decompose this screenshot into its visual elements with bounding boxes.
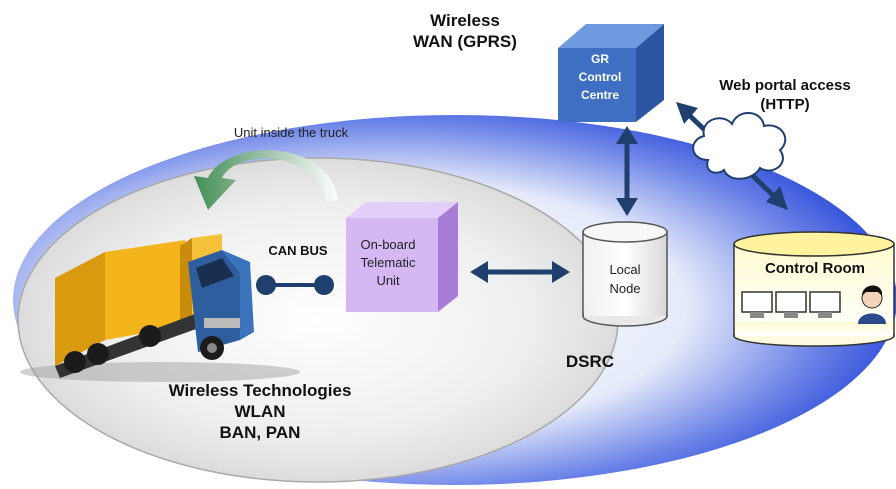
- wireless-technologies-label: Wireless Technologies WLAN BAN, PAN: [140, 380, 380, 443]
- gr-line1: GR: [591, 52, 609, 66]
- onboard-line2: Telematic: [360, 255, 416, 270]
- web-portal-line1: Web portal access: [719, 77, 851, 94]
- cloud-icon: [692, 112, 787, 180]
- web-portal-label: Web portal access (HTTP): [700, 76, 870, 114]
- wireless-tech-line2: WLAN: [234, 402, 286, 421]
- gr-line2: Control: [578, 70, 622, 84]
- wireless-tech-line1: Wireless Technologies: [168, 381, 352, 400]
- onboard-line3: Unit: [376, 273, 400, 288]
- gr-control-centre: [558, 24, 664, 122]
- local-line2: Node: [609, 281, 641, 296]
- wireless-tech-line3: BAN, PAN: [219, 423, 301, 442]
- wireless-wan-label: Wireless WAN (GPRS): [380, 10, 550, 52]
- dsrc-label: DSRC: [565, 352, 615, 371]
- local-node-label: Local Node: [583, 260, 667, 298]
- gr-control-centre-label: GR Control Centre: [560, 50, 640, 104]
- link-arrow-dsrc: [470, 261, 570, 283]
- unit-inside-label: Unit inside the truck: [233, 125, 349, 140]
- onboard-line1: On-board: [360, 237, 416, 252]
- curved-arrow-icon: [194, 150, 338, 210]
- truck-icon: [20, 234, 300, 382]
- computer-icon: [741, 291, 841, 318]
- can-bus-label: CAN BUS: [268, 243, 328, 258]
- gr-line3: Centre: [580, 88, 619, 102]
- operator-icon: [858, 285, 886, 324]
- can-bus-connector-icon: [256, 275, 334, 295]
- web-portal-line2: (HTTP): [760, 96, 810, 113]
- link-arrow-gprs: [616, 126, 638, 216]
- local-node: [582, 221, 668, 327]
- onboard-unit-label: On-board Telematic Unit: [343, 236, 433, 290]
- onboard-telematic-unit: [346, 202, 458, 312]
- control-room-label: Control Room: [765, 260, 865, 277]
- wireless-wan-line2: WAN (GPRS): [413, 32, 517, 51]
- wireless-wan-line1: Wireless: [430, 11, 500, 30]
- local-line1: Local: [609, 262, 641, 277]
